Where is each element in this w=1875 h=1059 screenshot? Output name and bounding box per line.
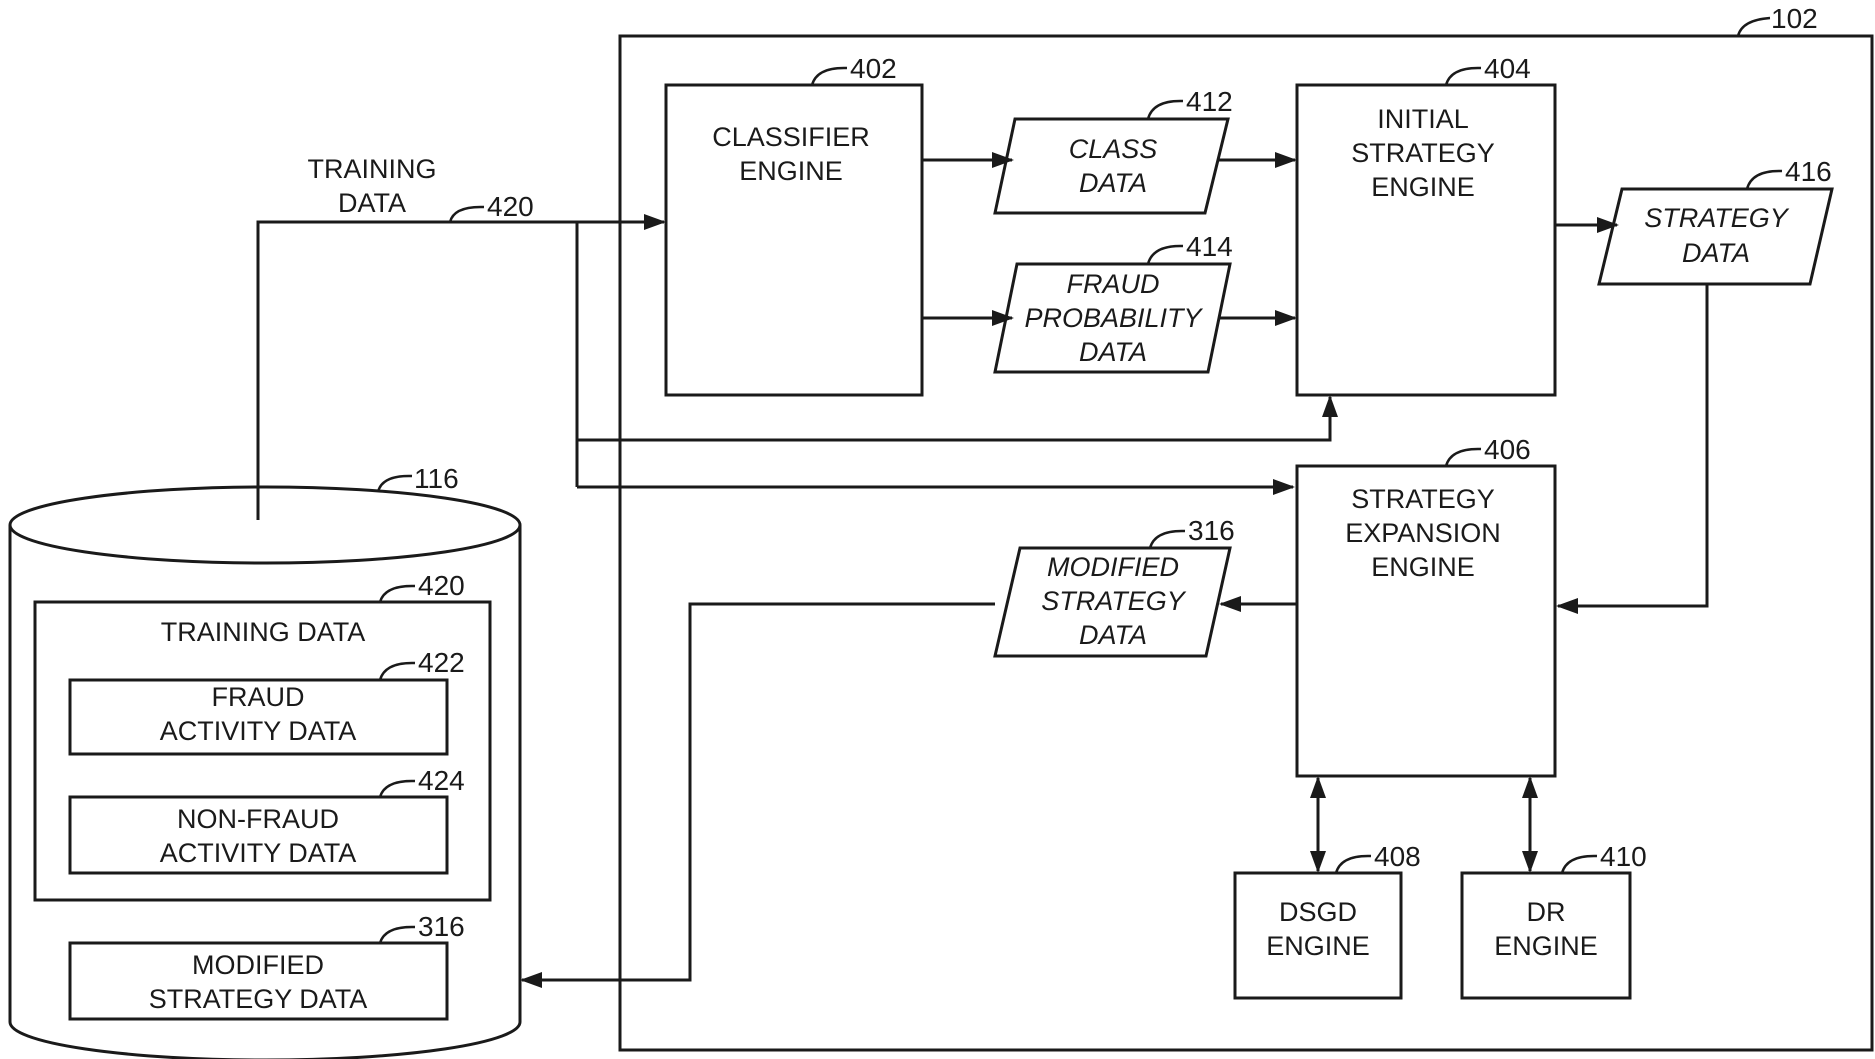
classifier-engine-box — [664, 83, 924, 397]
class-data-line2: DATA — [1079, 168, 1147, 198]
strategy-expansion-engine-line2: EXPANSION — [1345, 518, 1501, 548]
strategy-data-line2: DATA — [1682, 238, 1750, 268]
strategy-expansion-ref-label: 406 — [1484, 434, 1531, 465]
database-ref-leader — [376, 474, 413, 493]
modified-strategy-ref-label: 316 — [1188, 515, 1235, 546]
fraud-probability-line2: PROBABILITY — [1024, 303, 1203, 333]
training-data-to-initial-strategy-arrow — [577, 395, 1338, 442]
modified-strategy-ref-leader — [1148, 529, 1186, 549]
dr-ref-leader — [1560, 854, 1598, 874]
db-modified-strategy-box — [68, 941, 449, 1021]
dr-engine-line2: ENGINE — [1494, 931, 1598, 961]
dr-engine-box — [1460, 871, 1632, 1000]
strategy-expansion-engine-line3: ENGINE — [1371, 552, 1475, 582]
strategy-data-line1: STRATEGY — [1644, 203, 1790, 233]
non-fraud-activity-data-line1: NON-FRAUD — [177, 804, 339, 834]
dr-ref-label: 410 — [1600, 841, 1647, 872]
training-group-ref-leader — [378, 584, 416, 603]
class-data-line1: CLASS — [1069, 134, 1158, 164]
fraud-probability-ref-label: 414 — [1186, 231, 1233, 262]
training-data-group-title: TRAINING DATA — [161, 617, 366, 647]
training-flow-ref-label: 420 — [487, 191, 534, 222]
training-group-ref-label: 420 — [418, 570, 465, 601]
training-flow-label-line1: TRAINING — [307, 154, 436, 184]
modified-strategy-line2: STRATEGY — [1041, 586, 1187, 616]
system-ref-leader — [1736, 16, 1771, 37]
modified-strategy-shape — [993, 546, 1232, 658]
strategy-expansion-engine-box — [1295, 464, 1557, 778]
classifier-ref-leader — [810, 66, 848, 86]
strategy-data-ref-label: 416 — [1785, 156, 1832, 187]
training-data-to-classifier-arrow — [256, 214, 666, 520]
system-frame — [618, 34, 1874, 1052]
classifier-engine-line1: CLASSIFIER — [712, 122, 870, 152]
dsgd-engine-line2: ENGINE — [1266, 931, 1370, 961]
classifier-ref-label: 402 — [850, 53, 897, 84]
training-flow-ref-leader — [448, 205, 485, 223]
fraud-activity-data-box — [68, 678, 449, 756]
non-fraud-activity-data-box — [68, 795, 449, 875]
initial-strategy-ref-label: 404 — [1484, 53, 1531, 84]
class-data-ref-label: 412 — [1186, 86, 1233, 117]
non-fraud-activity-data-line2: ACTIVITY DATA — [160, 838, 357, 868]
dr-engine-line1: DR — [1527, 897, 1566, 927]
fraud-probability-shape — [993, 262, 1232, 374]
modified-strategy-line1: MODIFIED — [1047, 552, 1179, 582]
strategy-data-ref-leader — [1745, 169, 1783, 190]
dsgd-ref-leader — [1334, 854, 1372, 874]
fraud-probability-line1: FRAUD — [1067, 269, 1160, 299]
db-modified-strategy-ref-label: 316 — [418, 911, 465, 942]
modified-strategy-line3: DATA — [1079, 620, 1147, 650]
dsgd-ref-label: 408 — [1374, 841, 1421, 872]
db-modified-strategy-ref-leader — [378, 925, 416, 944]
fraud-probability-ref-leader — [1146, 244, 1184, 265]
fraud-activity-ref-leader — [378, 661, 416, 681]
db-modified-strategy-line2: STRATEGY DATA — [149, 984, 368, 1014]
strategy-data-shape — [1597, 187, 1834, 286]
strategy-data-to-expansion-arrow — [1556, 284, 1709, 614]
fraud-probability-line3: DATA — [1079, 337, 1147, 367]
dsgd-engine-box — [1233, 871, 1403, 1000]
system-ref-label: 102 — [1771, 3, 1818, 34]
initial-strategy-ref-leader — [1444, 66, 1482, 86]
modified-strategy-to-database-arrow — [520, 602, 995, 988]
strategy-expansion-engine-line1: STRATEGY — [1351, 484, 1495, 514]
dsgd-engine-line1: DSGD — [1279, 897, 1357, 927]
strategy-expansion-ref-leader — [1444, 447, 1482, 467]
fraud-activity-data-line1: FRAUD — [212, 682, 305, 712]
fraud-activity-ref-label: 422 — [418, 647, 465, 678]
initial-strategy-engine-line3: ENGINE — [1371, 172, 1475, 202]
fraud-activity-data-line2: ACTIVITY DATA — [160, 716, 357, 746]
non-fraud-activity-ref-label: 424 — [418, 765, 465, 796]
class-data-shape — [993, 117, 1230, 215]
initial-strategy-engine-line1: INITIAL — [1377, 104, 1469, 134]
database-ref-label: 116 — [414, 463, 459, 494]
db-modified-strategy-line1: MODIFIED — [192, 950, 324, 980]
initial-strategy-engine-line2: STRATEGY — [1351, 138, 1495, 168]
initial-strategy-engine-box — [1295, 83, 1557, 397]
non-fraud-activity-ref-leader — [378, 779, 416, 798]
training-flow-label-line2: DATA — [338, 188, 406, 218]
class-data-ref-leader — [1146, 99, 1184, 120]
classifier-engine-line2: ENGINE — [739, 156, 843, 186]
